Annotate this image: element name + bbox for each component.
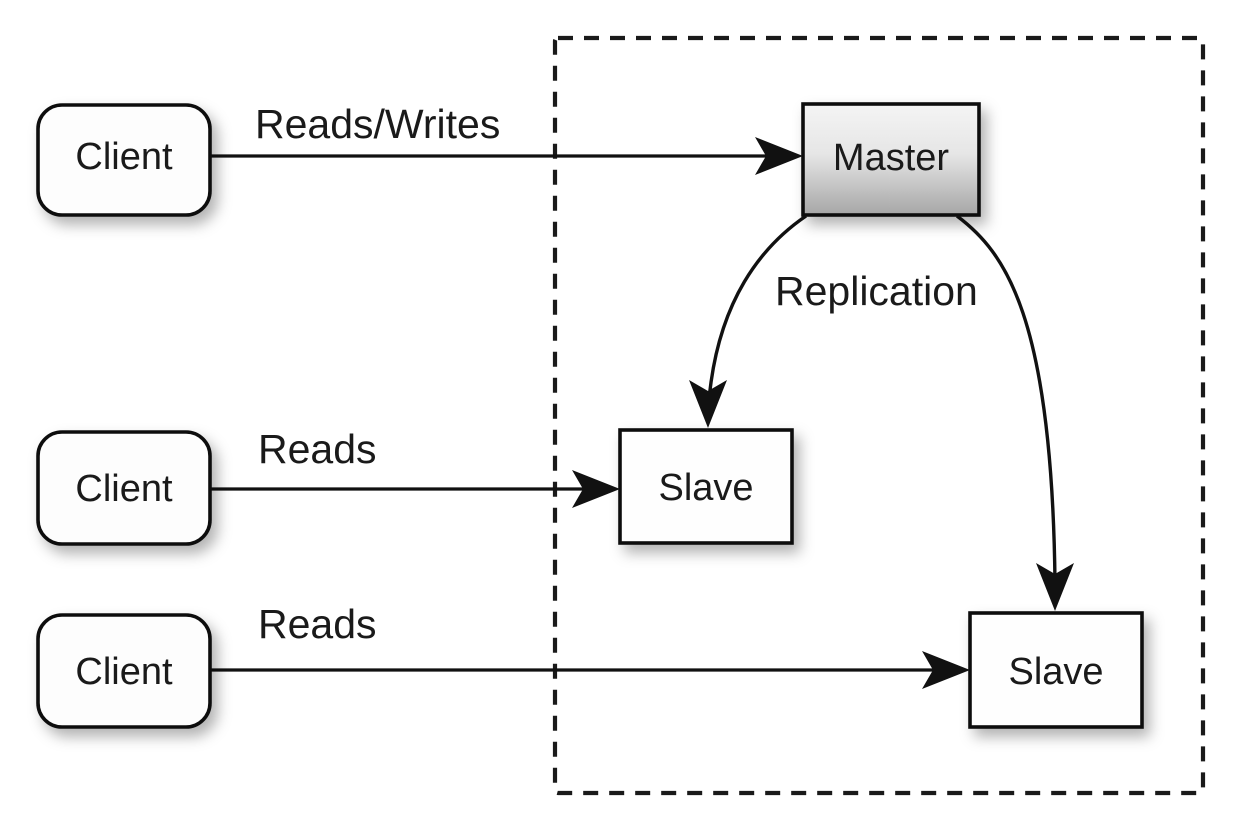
arrow-head-slave1-side: [572, 470, 620, 508]
node-client-3[interactable]: Client: [36, 613, 212, 729]
edge-master-to-slave2-replication: [955, 214, 1074, 611]
edge-label-reads-writes: Reads/Writes: [255, 101, 500, 147]
node-client-2[interactable]: Client: [36, 430, 212, 546]
server-cluster-boundary: [552, 35, 1206, 796]
edge-client3-to-slave2: [210, 651, 970, 689]
node-slave-2[interactable]: Slave: [968, 611, 1144, 729]
slave-2-label: Slave: [1008, 651, 1103, 693]
edge-master-to-slave1-replication: [689, 214, 807, 428]
edge-label-reads-2: Reads: [258, 601, 377, 647]
edge-client2-to-slave1: [210, 470, 620, 508]
slave-1-label: Slave: [658, 467, 753, 509]
client-3-box[interactable]: [36, 613, 212, 729]
edge-curve-replication-right: [955, 214, 1057, 583]
client-3-label: Client: [75, 651, 173, 693]
edge-client1-to-master: [210, 137, 803, 175]
client-2-box[interactable]: [36, 430, 212, 546]
arrow-head-slave1-top: [689, 380, 727, 428]
node-master[interactable]: Master: [801, 102, 981, 217]
master-box[interactable]: [801, 102, 981, 217]
slave-1-box[interactable]: [618, 428, 794, 545]
edge-label-reads-1: Reads: [258, 426, 377, 472]
edge-curve-replication-left: [707, 214, 807, 401]
arrow-head-slave2-side: [922, 651, 970, 689]
arrow-head-master: [755, 137, 803, 175]
client-1-box[interactable]: [36, 103, 212, 217]
slave-2-box[interactable]: [968, 611, 1144, 729]
client-1-label: Client: [75, 136, 173, 178]
arrow-head-slave2-top: [1036, 563, 1074, 611]
node-slave-1[interactable]: Slave: [618, 428, 794, 545]
edge-label-replication: Replication: [775, 268, 978, 314]
master-label: Master: [833, 137, 949, 179]
node-client-1[interactable]: Client: [36, 103, 212, 217]
client-2-label: Client: [75, 468, 173, 510]
